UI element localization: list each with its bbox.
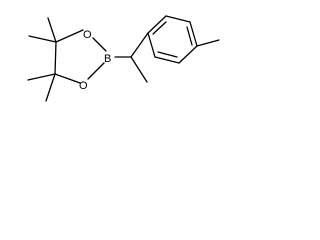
ring-bond-6 <box>147 32 156 58</box>
bond-c4-o1 <box>55 29 84 43</box>
ring-bond-4 <box>178 45 198 64</box>
structure-canvas: O B O <box>0 0 223 127</box>
ring-bond-3-inner <box>186 26 193 46</box>
bond-c4-me-left <box>28 35 57 43</box>
bond-b-o2 <box>87 62 105 80</box>
bond-c5-me-down <box>45 73 56 102</box>
bond-o2-c5 <box>54 73 81 84</box>
molecule-drawing: O B O <box>27 15 220 102</box>
ring-bond-5 <box>154 56 180 64</box>
ring-bond-5-inner <box>157 51 178 58</box>
ring-bond-2 <box>165 15 191 23</box>
bond-c4-me-up <box>47 17 57 43</box>
ring-bond-3 <box>189 21 198 47</box>
atom-label-boron: B <box>104 53 111 65</box>
ring-bond-1 <box>147 15 167 34</box>
ring-bond-1-inner <box>152 21 167 35</box>
bond-ch-aryl <box>130 32 149 58</box>
atom-label-o1: O <box>83 29 92 41</box>
bond-aryl-methyl <box>196 39 220 47</box>
bond-ch-methyl <box>130 56 148 83</box>
bond-o1-b <box>92 37 107 52</box>
bond-c5-me-left <box>27 73 56 81</box>
atom-label-o2: O <box>79 80 88 92</box>
bond-c4-c5 <box>54 41 57 75</box>
